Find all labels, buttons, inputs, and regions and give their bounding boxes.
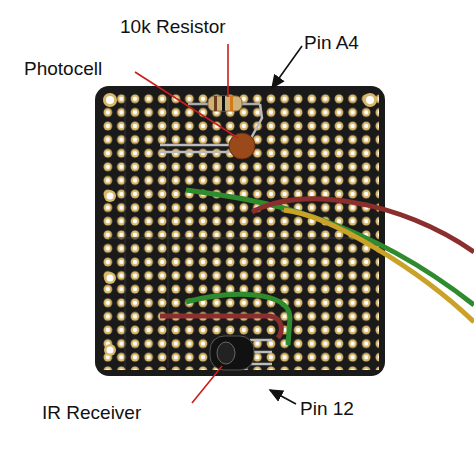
photocell-symbol: [160, 104, 262, 159]
wire: [284, 210, 474, 322]
leader-line: [135, 72, 238, 138]
leader-line: [227, 44, 229, 97]
resistor-symbol: [188, 96, 260, 111]
callout-label: 10k Resistor: [120, 16, 226, 38]
leader-line: [270, 390, 296, 404]
wire: [160, 316, 281, 338]
leader-line: [272, 46, 302, 88]
callout-label: Photocell: [24, 58, 102, 80]
callout-label: IR Receiver: [42, 402, 141, 424]
leader-line: [192, 366, 222, 403]
callout-label: Pin 12: [300, 398, 354, 420]
callout-label: Pin A4: [304, 32, 359, 54]
ir-receiver-symbol: [210, 336, 272, 370]
wire: [252, 199, 474, 252]
hole-grid: [101, 92, 379, 370]
